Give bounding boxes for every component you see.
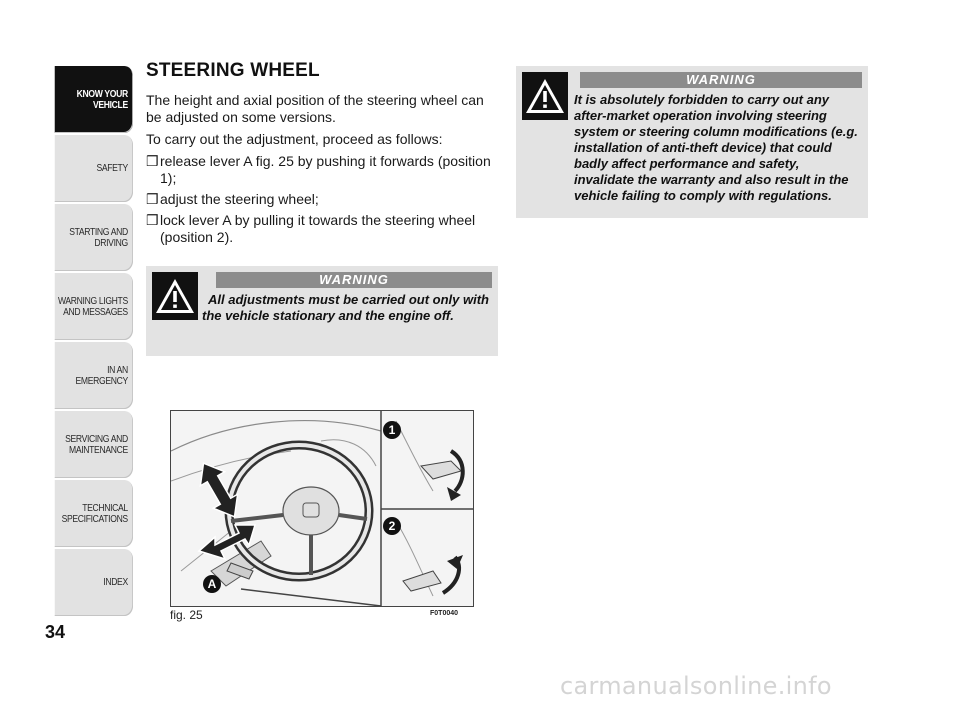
tab-warning-lights[interactable]: WARNING LIGHTS AND MESSAGES [54,273,133,340]
tab-know-your-vehicle[interactable]: KNOW YOUR VEHICLE [54,66,133,133]
list-item: ❒lock lever A by pulling it towards the … [146,212,476,245]
figure-caption: fig. 25 [170,608,203,622]
warning-heading: WARNING [216,272,492,288]
steering-wheel-illustration [171,411,473,606]
warning-box-adjustment: WARNING All adjustments must be carried … [146,266,498,356]
list-item: ❒adjust the steering wheel; [146,191,319,207]
warning-box-modifications: WARNING It is absolutely forbidden to ca… [516,66,868,218]
warning-triangle-icon [522,72,568,120]
intro-paragraph: The height and axial position of the ste… [146,92,484,125]
procedure-intro: To carry out the adjustment, proceed as … [146,131,443,147]
tab-technical-specifications[interactable]: TECHNICAL SPECIFICATIONS [54,480,133,547]
checkbox-bullet-icon: ❒ [146,153,159,169]
tab-servicing-and-maintenance[interactable]: SERVICING AND MAINTENANCE [54,411,133,478]
watermark: carmanualsonline.info [560,672,832,700]
steering-wheel-section: STEERING WHEEL The height and axial posi… [146,60,498,250]
procedure-steps: ❒release lever A fig. 25 by pushing it f… [146,153,498,246]
checkbox-bullet-icon: ❒ [146,191,159,207]
tab-in-an-emergency[interactable]: IN AN EMERGENCY [54,342,133,409]
list-item: ❒release lever A fig. 25 by pushing it f… [146,153,491,186]
warning-text: It is absolutely forbidden to carry out … [574,92,858,203]
callout-lever-a: A [203,575,221,593]
tab-starting-and-driving[interactable]: STARTING AND DRIVING [54,204,133,271]
page-number: 34 [45,622,66,642]
steering-wheel-figure: 1 2 A [170,410,474,607]
tab-safety[interactable]: SAFETY [54,135,133,202]
section-title: STEERING WHEEL [146,60,320,81]
tab-index[interactable]: INDEX [54,549,133,616]
checkbox-bullet-icon: ❒ [146,212,159,228]
warning-triangle-icon [152,272,198,320]
warning-heading: WARNING [580,72,862,88]
figure-code: F0T0040 [430,610,459,617]
callout-position-2: 2 [383,517,401,535]
warning-text: All adjustments must be carried out only… [202,292,489,323]
callout-position-1: 1 [383,421,401,439]
